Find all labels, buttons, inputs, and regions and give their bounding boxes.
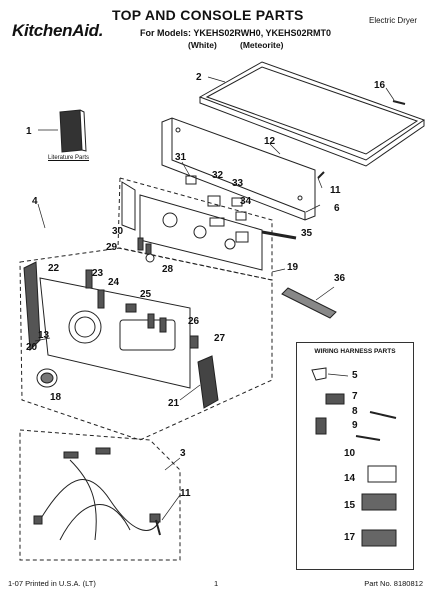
wiring-harness-part — [33, 447, 161, 541]
callout-7: 7 — [352, 391, 358, 402]
callout-28: 28 — [162, 264, 174, 275]
callout-32: 32 — [212, 170, 224, 181]
screw-part-11b — [155, 519, 161, 536]
small-part-33 — [231, 197, 243, 207]
callout-36: 36 — [334, 273, 346, 284]
literature-parts-label: Literature Parts — [48, 155, 90, 161]
small-part-31 — [185, 175, 197, 185]
callout-18: 18 — [50, 392, 62, 403]
callout-11a: 11 — [330, 185, 341, 196]
small-part-32 — [207, 195, 221, 207]
callout-25: 25 — [140, 289, 152, 300]
leader-lines — [34, 76, 395, 521]
callout-29: 29 — [106, 242, 118, 253]
callout-10: 10 — [344, 448, 356, 459]
harness-small-parts — [311, 367, 397, 547]
callout-26: 26 — [188, 316, 200, 327]
callout-33: 33 — [232, 178, 244, 189]
console-front-part — [23, 261, 191, 389]
button-bracket-part — [197, 355, 219, 409]
callout-8: 8 — [352, 406, 358, 417]
small-part-28 — [145, 253, 155, 263]
callout-15: 15 — [344, 500, 356, 511]
callout-21: 21 — [168, 398, 180, 409]
wiring-harness-box — [296, 342, 414, 570]
screw-part-11 — [317, 171, 325, 179]
variant-meteorite: (Meteorite) — [240, 40, 284, 50]
callout-31: 31 — [175, 152, 187, 163]
part-number: Part No. 8180812 — [364, 579, 423, 588]
callout-20: 20 — [26, 342, 38, 353]
callout-5: 5 — [352, 370, 358, 381]
models-line: For Models: YKEHS02RWH0, YKEHS02RMT0 — [140, 28, 332, 38]
console-front-outline — [19, 247, 273, 441]
small-part-35 — [261, 230, 297, 240]
variant-white: (White) — [188, 40, 217, 50]
callout-30: 30 — [112, 226, 124, 237]
wiring-harness-title: WIRING HARNESS PARTS — [314, 348, 396, 355]
bar-part — [281, 287, 337, 319]
harness-outline — [19, 429, 181, 561]
callout-2: 2 — [196, 72, 202, 83]
control-board-part — [121, 181, 263, 271]
literature-booklet-part — [59, 109, 87, 153]
print-info: 1-07 Printed in U.S.A. (LT) — [8, 579, 96, 588]
document-type: Electric Dryer — [368, 16, 417, 25]
small-part-30 — [137, 237, 144, 251]
console-back-part — [161, 117, 316, 221]
screw-part — [392, 100, 406, 105]
kitchenaid-logo: KitchenAid. — [12, 21, 104, 40]
dryer-top-part — [198, 61, 426, 167]
callout-19: 19 — [287, 262, 299, 273]
callout-23: 23 — [92, 268, 104, 279]
callout-1: 1 — [26, 126, 32, 137]
callout-14: 14 — [344, 473, 356, 484]
callout-34: 34 — [240, 196, 252, 207]
page-title: TOP AND CONSOLE PARTS — [112, 7, 304, 23]
switch-parts — [85, 269, 199, 349]
callout-3: 3 — [180, 448, 186, 459]
callout-6: 6 — [334, 203, 340, 214]
callout-22: 22 — [48, 263, 60, 274]
callout-4: 4 — [32, 196, 38, 207]
callout-16: 16 — [374, 80, 386, 91]
small-part-29 — [145, 243, 152, 255]
callout-27: 27 — [214, 333, 226, 344]
callout-35: 35 — [301, 228, 313, 239]
control-assembly-outline — [117, 177, 273, 281]
page-number: 1 — [214, 579, 219, 588]
callout-12: 12 — [264, 136, 276, 147]
callout-11b: 11 — [180, 488, 191, 499]
callout-13: 13 — [38, 330, 50, 341]
small-part-34 — [235, 211, 247, 221]
knob-part — [36, 368, 58, 388]
callout-24: 24 — [108, 277, 120, 288]
callout-17: 17 — [344, 532, 356, 543]
callout-9: 9 — [352, 420, 358, 431]
